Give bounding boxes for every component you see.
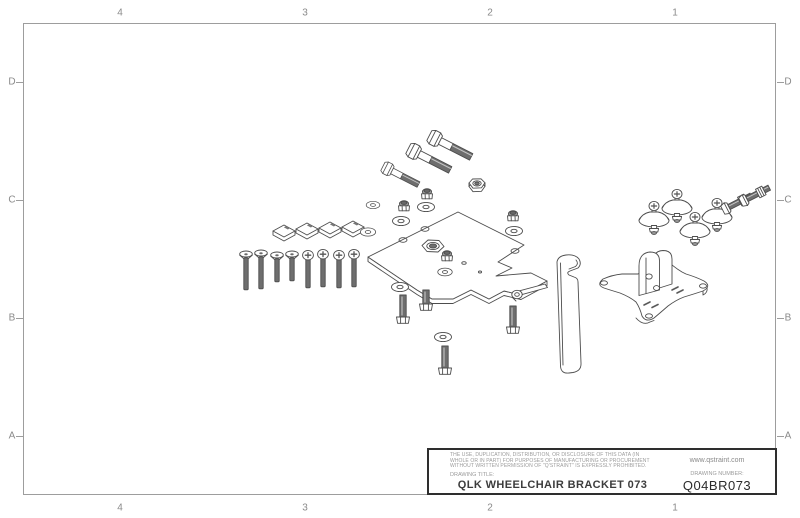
title-block-left: THE USE, DUPLICATION, DISTRIBUTION, OR D…	[429, 450, 659, 493]
zone-label-left-c: C	[8, 194, 16, 206]
zone-label-right-d: D	[784, 76, 792, 88]
zone-tick	[16, 318, 23, 319]
zone-label-right-b: B	[784, 312, 792, 324]
release-arm	[511, 283, 548, 302]
hex-bolt-1	[379, 160, 422, 191]
button-head-screw-row	[301, 248, 361, 289]
long-hex-bolt-1	[391, 281, 410, 324]
square-spacer-2	[295, 222, 319, 240]
zone-tick	[16, 82, 23, 83]
zone-label-right-c: C	[784, 194, 792, 206]
zone-label-top-3: 3	[302, 7, 308, 19]
drawing-number-label: DRAWING NUMBER:	[690, 471, 744, 477]
mounting-plate	[367, 211, 548, 304]
flat-washer	[437, 267, 453, 277]
legal-line: WITHOUT WRITTEN PERMISSION OF "Q'STRAINT…	[450, 463, 647, 470]
long-hex-bolt-2	[419, 289, 433, 311]
flat-washer	[359, 227, 377, 237]
long-hex-bolt-3	[434, 331, 452, 375]
flat-washer	[417, 201, 435, 213]
center-hex-nut	[421, 239, 445, 253]
website-text: www.qstraint.com	[689, 457, 745, 464]
zone-tick	[777, 318, 784, 319]
zone-tick	[777, 200, 784, 201]
flat-washer	[392, 215, 410, 227]
sheet-border	[23, 23, 776, 495]
zone-label-bottom-1: 1	[672, 502, 678, 514]
zone-label-top-1: 1	[672, 7, 678, 19]
nyloc-nut	[441, 250, 453, 262]
zone-label-bottom-4: 4	[117, 502, 123, 514]
zone-tick	[777, 82, 784, 83]
zone-label-top-2: 2	[487, 7, 493, 19]
long-hex-bolt-4	[506, 305, 520, 334]
threaded-stud-2	[737, 181, 773, 209]
flat-washer	[505, 225, 523, 237]
square-spacer-3	[318, 221, 342, 239]
zone-label-left-a: A	[8, 430, 16, 442]
zone-label-bottom-3: 3	[302, 502, 308, 514]
legal-notice: THE USE, DUPLICATION, DISTRIBUTION, OR D…	[450, 452, 655, 470]
nyloc-nut	[398, 200, 410, 212]
title-block-right: www.qstraint.com DRAWING NUMBER: Q04BR07…	[659, 450, 775, 493]
square-spacer-1	[272, 224, 296, 242]
hex-nut	[468, 178, 486, 193]
clevis-base-bracket	[599, 250, 709, 324]
zone-tick	[16, 200, 23, 201]
zone-label-left-b: B	[8, 312, 16, 324]
drawing-title-label: DRAWING TITLE:	[450, 471, 495, 478]
title-block: THE USE, DUPLICATION, DISTRIBUTION, OR D…	[427, 448, 777, 495]
square-spacer-4	[341, 220, 365, 238]
drawing-number: Q04BR073	[682, 478, 752, 493]
zone-label-right-a: A	[784, 430, 792, 442]
legal-line: THE USE, DUPLICATION, DISTRIBUTION, OR D…	[450, 452, 640, 458]
nyloc-nut	[421, 188, 433, 200]
drawing-title: QLK WHEELCHAIR BRACKET 073	[457, 478, 648, 491]
zone-tick	[777, 436, 784, 437]
hook-bracket	[556, 254, 582, 374]
zone-tick	[16, 436, 23, 437]
nyloc-nut	[507, 210, 519, 222]
legal-line: WHOLE OR IN PART) FOR PURPOSES OF MANUFA…	[450, 457, 650, 464]
zone-label-bottom-2: 2	[487, 502, 493, 514]
flat-washer	[365, 200, 381, 210]
zone-label-top-4: 4	[117, 7, 123, 19]
zone-label-left-d: D	[8, 76, 16, 88]
flat-head-screw-row	[239, 249, 299, 291]
